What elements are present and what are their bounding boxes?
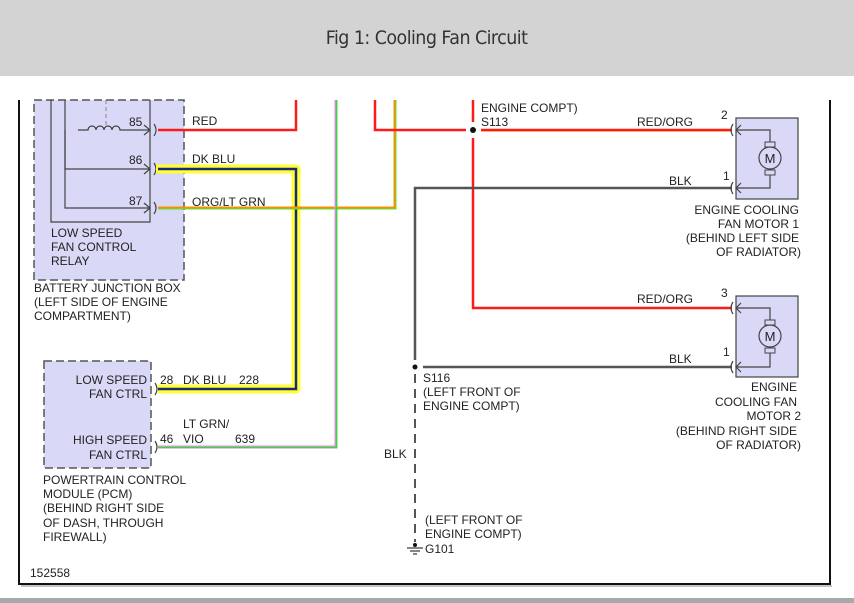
wire-label-red: RED bbox=[192, 114, 218, 128]
wire-label-lt-grn-vio: VIO bbox=[183, 432, 204, 446]
motor1-symbol: M bbox=[765, 151, 776, 166]
bottom-bar bbox=[0, 598, 854, 603]
motor2-label-line: ENGINE bbox=[751, 380, 797, 394]
pcm-label-line: MODULE (PCM) bbox=[43, 487, 132, 501]
motor1-label-line: OF RADIATOR) bbox=[716, 245, 801, 259]
relay-label-line: LOW SPEED bbox=[51, 226, 123, 240]
circuit-639: 639 bbox=[235, 432, 255, 446]
wire-org-lt-grn-core bbox=[158, 100, 396, 209]
wire-red-org-feed bbox=[373, 100, 466, 132]
motor-icon bbox=[758, 146, 782, 170]
motor1-pin-1: 1 bbox=[723, 169, 730, 183]
connector-icon bbox=[153, 123, 157, 137]
figure-header: Fig 1: Cooling Fan Circuit bbox=[0, 0, 854, 76]
connector-icon bbox=[153, 201, 157, 215]
motor-icon bbox=[758, 324, 782, 348]
figure-title: Fig 1: Cooling Fan Circuit bbox=[326, 27, 528, 49]
wire-label-dk-blu: DK BLU bbox=[192, 152, 235, 166]
pcm-pin-46: 46 bbox=[160, 432, 174, 446]
pcm-label-line: POWERTRAIN CONTROL bbox=[43, 473, 186, 487]
wire-lt-grn-vio bbox=[158, 100, 338, 449]
splice-s116-dot bbox=[412, 364, 418, 370]
relay-pin-87: 87 bbox=[129, 194, 143, 208]
wire-label-blk-ground: BLK bbox=[384, 447, 407, 461]
ground-dot bbox=[413, 543, 417, 547]
motor2-pin-1: 1 bbox=[723, 345, 730, 359]
relay-coil-icon bbox=[78, 125, 150, 131]
circuit-228: 228 bbox=[239, 373, 259, 387]
wire-label-red-org-1: RED/ORG bbox=[637, 115, 693, 129]
wire-red bbox=[158, 100, 298, 132]
ground-location-line: (LEFT FRONT OF bbox=[425, 513, 523, 527]
splice-s116-location-line: (LEFT FRONT OF bbox=[423, 385, 521, 399]
junction-box-label-line: BATTERY JUNCTION BOX bbox=[34, 281, 181, 295]
ground-id: G101 bbox=[425, 542, 455, 556]
splice-s113-dot bbox=[470, 127, 476, 133]
relay-label-line: RELAY bbox=[51, 254, 89, 268]
wire-red-org-motor2 bbox=[471, 138, 732, 310]
ground-icon bbox=[407, 547, 423, 555]
pin-arrow-icon bbox=[143, 124, 151, 136]
pcm-label-line: FIREWALL) bbox=[43, 530, 107, 544]
pcm-module bbox=[43, 360, 152, 469]
connector-icon bbox=[154, 440, 158, 454]
relay-label-line: FAN CONTROL bbox=[51, 240, 137, 254]
junction-box-label-line: COMPARTMENT) bbox=[34, 309, 131, 323]
wire-label-red-org-2: RED/ORG bbox=[637, 292, 693, 306]
splice-s116-location-line: ENGINE COMPT) bbox=[423, 399, 520, 413]
wire-blk-motor1 bbox=[413, 186, 732, 360]
relay-switch-line bbox=[64, 100, 150, 209]
motor1-pin-2: 2 bbox=[721, 108, 728, 122]
splice-s113-location: ENGINE COMPT) bbox=[481, 101, 578, 115]
motor2-label-line: COOLING FAN bbox=[715, 395, 797, 409]
motor1-label-line: ENGINE COOLING bbox=[694, 203, 799, 217]
motor2-pin-3: 3 bbox=[721, 286, 728, 300]
motor2-label-line: (BEHIND RIGHT SIDE bbox=[676, 424, 797, 438]
fan-motor-2 bbox=[730, 295, 799, 378]
pcm-label-line: OF DASH, THROUGH bbox=[43, 516, 163, 530]
motor1-label-line: (BEHIND LEFT SIDE bbox=[686, 231, 799, 245]
motor1-label-line: FAN MOTOR 1 bbox=[718, 217, 799, 231]
pin-arrow-icon bbox=[143, 202, 151, 214]
pcm-pin-high-label: FAN CTRL bbox=[89, 448, 147, 462]
relay-pin-85: 85 bbox=[129, 115, 143, 129]
pcm-pin-high-label: HIGH SPEED bbox=[73, 433, 147, 447]
wire-label-pcm-dk-blu: DK BLU bbox=[183, 373, 226, 387]
motor2-label-line: OF RADIATOR) bbox=[716, 438, 801, 452]
pcm-pin-low-label: FAN CTRL bbox=[89, 387, 147, 401]
relay-pin-86: 86 bbox=[129, 153, 143, 167]
wire-label-blk-2: BLK bbox=[669, 352, 692, 366]
pcm-pin-low-label: LOW SPEED bbox=[76, 373, 148, 387]
wire-label-lt-grn-vio: LT GRN/ bbox=[183, 417, 230, 431]
wire-dk-blu bbox=[158, 167, 298, 391]
diagram-id: 152558 bbox=[30, 566, 70, 580]
pin-arrow-icon bbox=[143, 163, 151, 175]
pcm-pin-28: 28 bbox=[160, 373, 174, 387]
relay-outline bbox=[50, 100, 151, 223]
wire-lt-grn-vio-core bbox=[158, 100, 338, 449]
diagram-frame bbox=[18, 100, 831, 585]
motor2-symbol: M bbox=[765, 329, 776, 344]
wire-label-blk-1: BLK bbox=[669, 174, 692, 188]
ground-location-line: ENGINE COMPT) bbox=[425, 527, 522, 541]
pcm-label-line: (BEHIND RIGHT SIDE bbox=[43, 501, 164, 515]
motor2-label-line: MOTOR 2 bbox=[747, 409, 802, 423]
connector-icon bbox=[154, 382, 158, 396]
wire-label-org-lt-grn: ORG/LT GRN bbox=[192, 195, 266, 209]
splice-s113-id: S113 bbox=[481, 115, 508, 129]
junction-box-label-line: (LEFT SIDE OF ENGINE bbox=[34, 295, 168, 309]
splice-s116-id: S116 bbox=[423, 371, 450, 385]
fan-motor-1 bbox=[730, 117, 799, 200]
